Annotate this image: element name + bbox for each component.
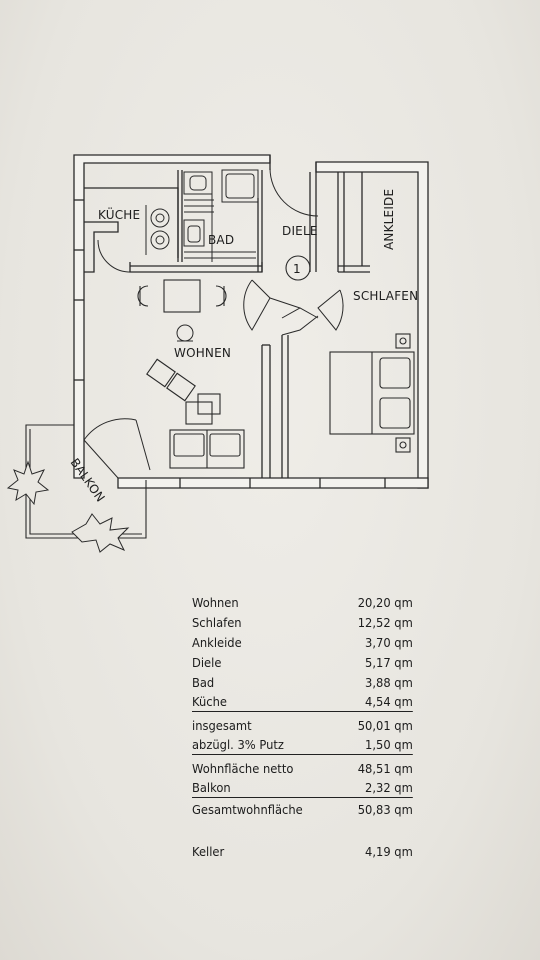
area-label: Wohnen <box>192 595 239 610</box>
area-value: 4,54 qm <box>365 694 413 709</box>
area-row: Ankleide 3,70 qm <box>192 633 413 653</box>
room-label-diele: DIELE <box>282 224 318 238</box>
area-label: Schlafen <box>192 615 242 630</box>
area-value: 3,88 qm <box>365 675 413 690</box>
net-row: Wohnfläche netto 48,51 qm <box>192 759 413 779</box>
area-value: 3,70 qm <box>365 635 413 650</box>
room-label-ankleide: ANKLEIDE <box>382 189 396 250</box>
total-label: insgesamt <box>192 718 252 733</box>
area-row: Diele 5,17 qm <box>192 653 413 673</box>
bed-icon <box>329 333 415 453</box>
room-number: 1 <box>293 262 301 276</box>
cellar-row: Keller 4,19 qm <box>192 842 413 862</box>
net-label: Wohnfläche netto <box>192 761 294 776</box>
area-value: 20,20 qm <box>357 595 413 610</box>
total-value: 50,01 qm <box>357 718 413 733</box>
net-value: 48,51 qm <box>357 761 413 776</box>
room-label-wohnen: WOHNEN <box>174 346 231 360</box>
area-row: Küche 4,54 qm <box>192 693 413 712</box>
area-label: Bad <box>192 675 215 690</box>
balcony-row: Balkon 2,32 qm <box>192 779 413 798</box>
room-label-kueche: KÜCHE <box>98 206 140 222</box>
area-row: Bad 3,88 qm <box>192 673 413 693</box>
balcony-outline <box>6 424 147 553</box>
dining-table-icon <box>137 279 227 313</box>
outer-walls <box>73 154 429 489</box>
kitchen-stove-icon <box>145 205 170 255</box>
balcony-value: 2,32 qm <box>365 780 413 795</box>
room-label-balkon: BALKON <box>68 456 108 505</box>
deduction-label: abzügl. 3% Putz <box>192 737 284 752</box>
room-number-marker <box>285 255 311 281</box>
deduction-row: abzügl. 3% Putz 1,50 qm <box>192 736 413 755</box>
interior-walls <box>84 170 370 478</box>
grand-total-row: Gesamtwohnfläche 50,83 qm <box>192 800 413 820</box>
total-row: insgesamt 50,01 qm <box>192 716 413 736</box>
bath-fixtures <box>183 169 259 262</box>
balcony-label: Balkon <box>192 780 231 795</box>
area-row: Wohnen 20,20 qm <box>192 593 413 613</box>
room-label-schlafen: SCHLAFEN <box>353 289 418 303</box>
area-label: Küche <box>192 694 227 709</box>
sofa-icon <box>169 429 245 469</box>
area-label: Diele <box>192 655 222 670</box>
area-value: 5,17 qm <box>365 655 413 670</box>
grand-total-label: Gesamtwohnfläche <box>192 802 303 817</box>
grand-total-value: 50,83 qm <box>357 802 413 817</box>
lamp-icon <box>176 324 194 342</box>
door-swings <box>83 167 344 479</box>
area-table: Wohnen 20,20 qm Schlafen 12,52 qm Anklei… <box>192 593 432 862</box>
deduction-value: 1,50 qm <box>365 737 413 752</box>
area-value: 12,52 qm <box>357 615 413 630</box>
room-label-bad: BAD <box>208 233 234 247</box>
armchair-icon <box>146 358 221 425</box>
cellar-label: Keller <box>192 844 225 859</box>
cellar-value: 4,19 qm <box>365 844 413 859</box>
area-label: Ankleide <box>192 635 242 650</box>
area-row: Schlafen 12,52 qm <box>192 613 413 633</box>
floor-plan: KÜCHE BAD DIELE 1 SCHLAFEN WOHNEN ANKLEI… <box>6 154 429 553</box>
